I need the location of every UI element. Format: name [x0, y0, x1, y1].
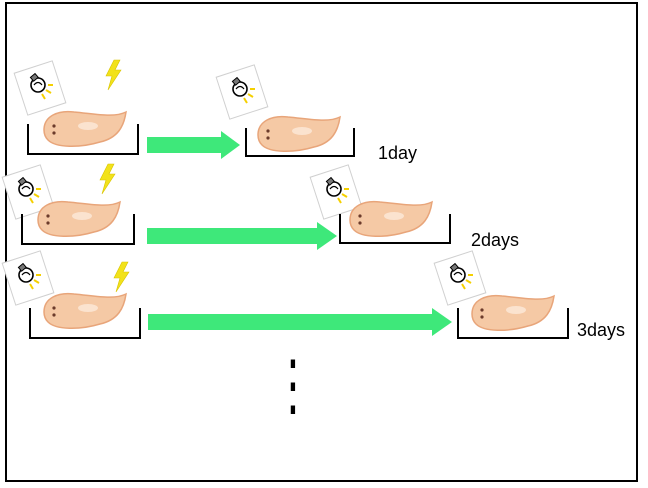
planarian-icon	[257, 115, 341, 153]
planarian-icon	[43, 292, 127, 330]
row-1	[13, 59, 355, 159]
dish-icon	[29, 308, 141, 339]
lightning-bolt-icon	[99, 163, 116, 195]
progress-arrow	[148, 308, 452, 336]
row-3	[1, 249, 569, 339]
continuation-dots: ⋮	[272, 346, 314, 422]
duration-label-3days: 3days	[577, 320, 626, 340]
dish-icon	[27, 124, 139, 155]
planarian-icon	[37, 200, 121, 238]
lightning-bolt-icon	[113, 261, 130, 293]
dish-icon	[339, 214, 451, 244]
light-bulb-icon	[433, 249, 487, 307]
lightning-bolt-icon	[105, 59, 122, 91]
duration-label-1day: 1day	[378, 143, 418, 163]
light-bulb-icon	[13, 59, 67, 117]
light-bulb-icon	[215, 63, 269, 121]
duration-label-2days: 2days	[471, 230, 520, 250]
row-2	[1, 163, 451, 250]
light-bulb-icon	[1, 249, 55, 307]
planarian-icon	[471, 294, 555, 332]
planarian-icon	[349, 200, 433, 238]
dish-icon	[245, 128, 355, 157]
dish-icon	[457, 308, 569, 339]
figure-frame	[5, 2, 638, 482]
planarian-icon	[43, 110, 127, 148]
dish-icon	[21, 214, 135, 245]
progress-arrow	[147, 131, 240, 159]
progress-arrow	[147, 222, 337, 250]
